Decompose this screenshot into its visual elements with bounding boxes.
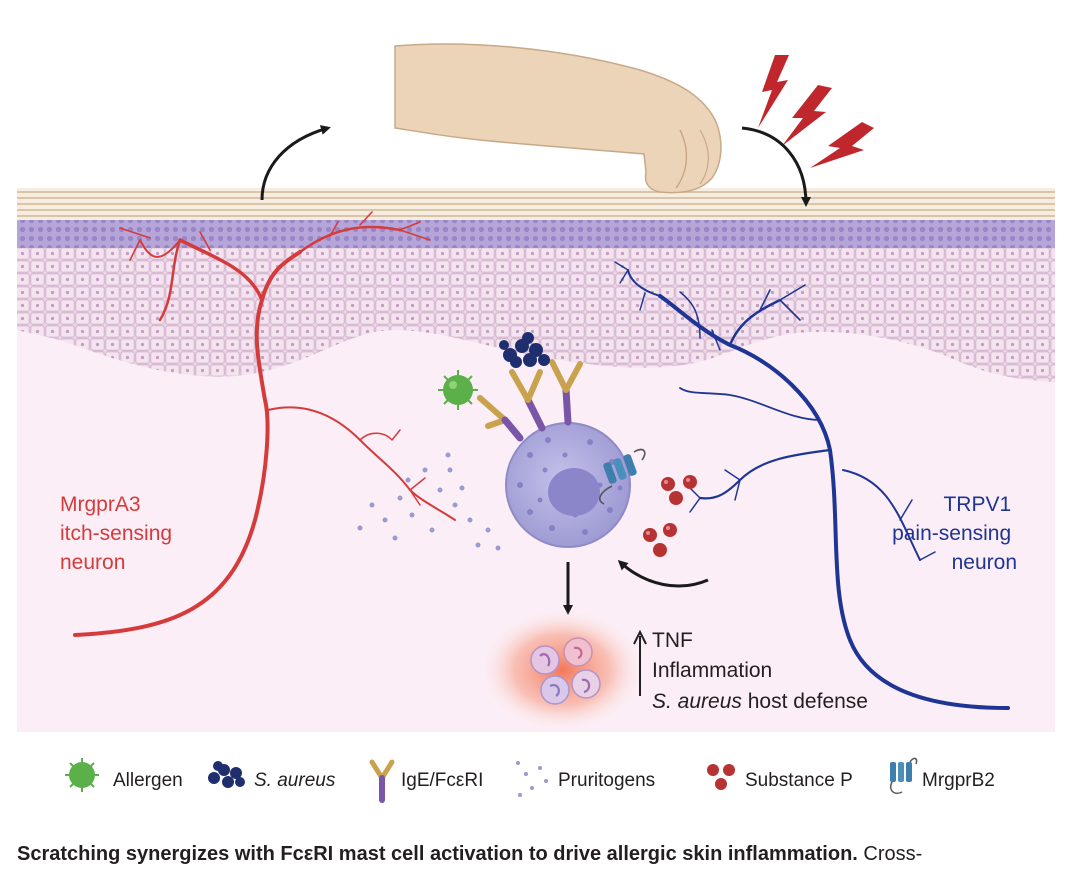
pain-neuron <box>614 261 1010 710</box>
legend-substance-p-icon <box>707 764 735 790</box>
legend-substance-p-label: Substance P <box>745 770 853 791</box>
basal-layer <box>17 218 1055 248</box>
scratch-arrow-up <box>260 125 331 201</box>
legend-s-aureus-icon <box>208 761 245 788</box>
legend-pruritogens-label: Pruritogens <box>558 770 655 791</box>
mast-cell <box>505 422 631 548</box>
legend-allergen-label: Allergen <box>113 770 183 791</box>
legend-s-aureus-label: S. aureus <box>254 770 336 791</box>
legend-ige-fceri-label: IgE/FcεRI <box>401 770 483 791</box>
epidermis <box>17 238 1055 382</box>
itch-neuron <box>73 211 456 637</box>
caption-rest: Cross- <box>857 843 923 865</box>
scratching-finger <box>394 43 722 194</box>
s-aureus-cluster <box>499 332 550 368</box>
caption-bold: Scratching synergizes with FcεRI mast ce… <box>17 843 858 865</box>
pruritogen-dots <box>357 452 501 551</box>
substance-p-arrow <box>617 559 709 588</box>
outcome-labels: TNF Inflammation S. aureus host defense <box>652 629 868 713</box>
legend-pruritogens-icon <box>516 761 548 797</box>
legend-mrgprb2-icon <box>890 757 918 794</box>
inflammation-cluster <box>482 610 642 730</box>
ige-fceri-receptors <box>477 359 583 442</box>
allergen-particle <box>438 370 478 410</box>
pain-bolt-icons <box>758 55 874 168</box>
scratch-arrow-down <box>741 126 811 207</box>
substance-p-dots <box>643 475 697 557</box>
legend: Allergen S. aureus IgE/FcεRI Pruritogens… <box>65 757 995 803</box>
legend-ige-fceri-icon <box>369 759 395 803</box>
mrgprb2-receptor <box>599 448 646 505</box>
itch-neuron-label: MrgprA3 itch-sensing neuron <box>60 493 178 574</box>
pain-neuron-label: TRPV1 pain-sensing neuron <box>892 493 1017 574</box>
legend-mrgprb2-label: MrgprB2 <box>922 770 995 791</box>
outcome-up-head <box>633 629 647 645</box>
legend-allergen-icon <box>65 758 99 792</box>
figure-caption: Scratching synergizes with FcεRI mast ce… <box>17 841 1067 881</box>
stratum-corneum <box>17 188 1055 220</box>
